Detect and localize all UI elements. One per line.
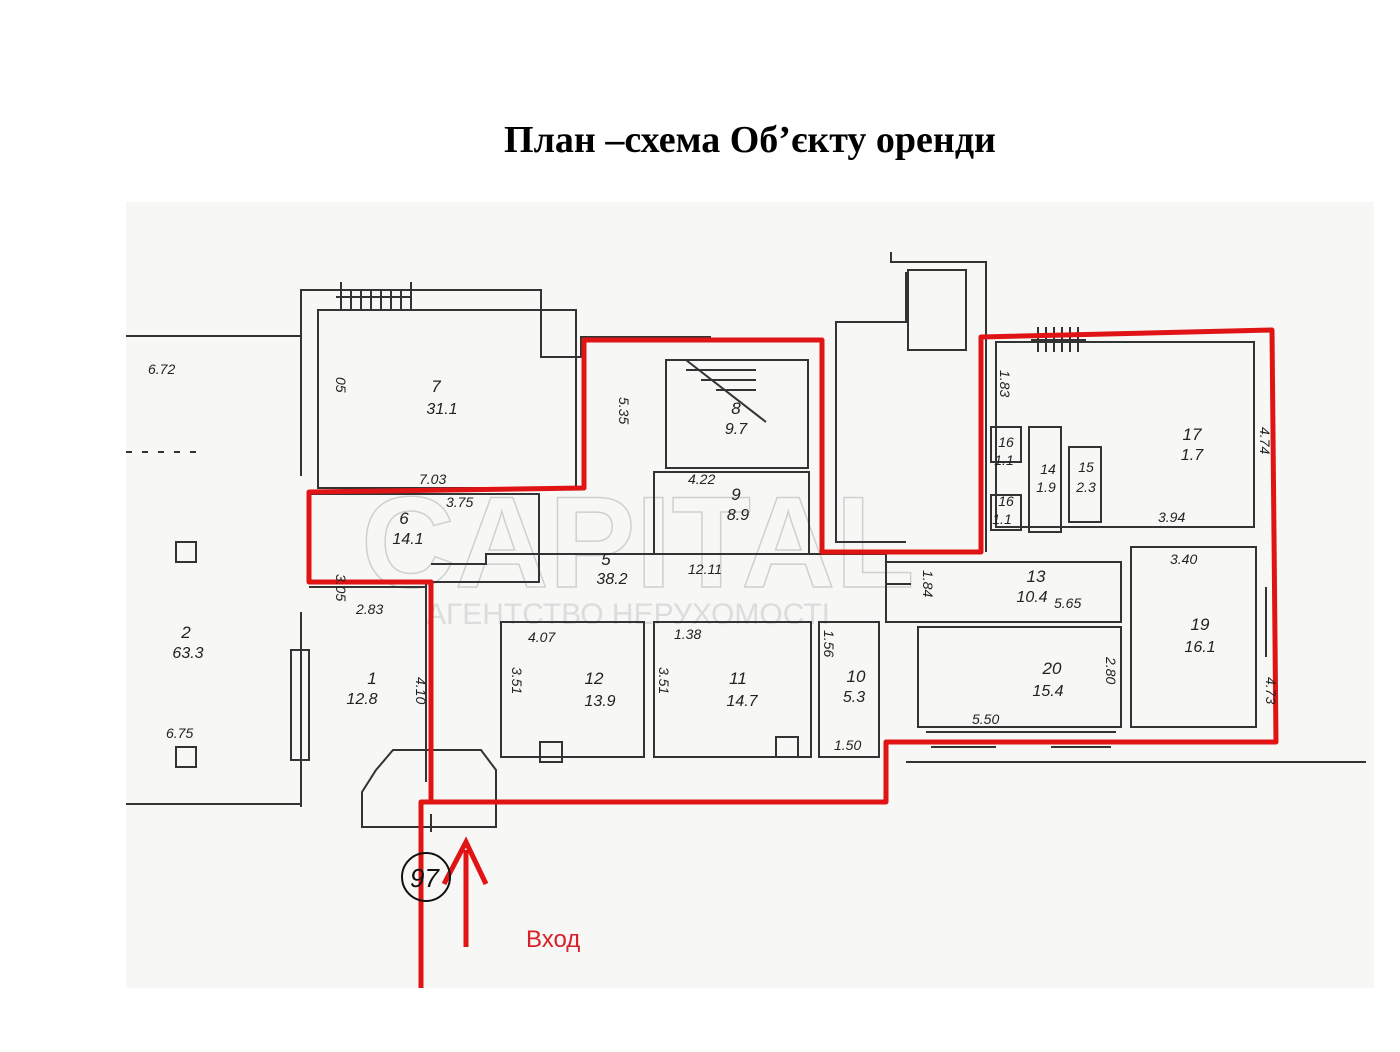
room-17-number: 16 bbox=[998, 434, 1014, 450]
room-19-number: 19 bbox=[1191, 615, 1210, 634]
dim-3-40: 3.40 bbox=[1170, 551, 1197, 567]
room-15-area: 1.9 bbox=[1036, 479, 1056, 495]
room-9-area: 8.9 bbox=[727, 507, 749, 524]
dim-2-83: 2.83 bbox=[355, 601, 383, 617]
dim-5-65: 5.65 bbox=[1054, 595, 1081, 611]
room-14-number: 15 bbox=[1078, 459, 1094, 475]
room-13-area: 10.4 bbox=[1016, 589, 1047, 606]
building-number-circle bbox=[401, 852, 451, 902]
floor-plan-svg: CAPITAL АГЕНТСТВО НЕРУХОМОСТІ bbox=[126, 202, 1374, 988]
room-2-number: 2 bbox=[180, 623, 191, 642]
room-7-area: 31.1 bbox=[426, 401, 457, 418]
room-18-number: 17 bbox=[1183, 425, 1202, 444]
entrance-arrow bbox=[430, 814, 489, 947]
floor-plan: CAPITAL АГЕНТСТВО НЕРУХОМОСТІ bbox=[126, 202, 1374, 988]
room-1-number: 1 bbox=[367, 669, 376, 688]
room-1-area: 12.8 bbox=[346, 691, 377, 708]
dim-4-10: 4.10 bbox=[413, 677, 429, 704]
room-20-number: 20 bbox=[1042, 659, 1062, 678]
dim-1-50: 1.50 bbox=[834, 737, 861, 753]
watermark-subtitle: АГЕНТСТВО НЕРУХОМОСТІ bbox=[426, 598, 830, 631]
room-19-area: 16.1 bbox=[1184, 639, 1215, 656]
dim-3-94: 3.94 bbox=[1158, 509, 1185, 525]
entrance-label: Вход bbox=[526, 926, 580, 953]
dim-2-80: 2.80 bbox=[1103, 656, 1119, 684]
room-7-number: 7 bbox=[431, 377, 441, 396]
room-13-number: 13 bbox=[1027, 567, 1046, 586]
room-14-area: 2.3 bbox=[1075, 479, 1096, 495]
page-title: План –схема Об’єкту оренди bbox=[504, 119, 996, 161]
room-16-number: 16 bbox=[998, 493, 1014, 509]
room-12-number: 12 bbox=[585, 669, 604, 688]
room-10-number: 10 bbox=[847, 667, 866, 686]
room-6-number: 6 bbox=[399, 509, 409, 528]
room-6-area: 14.1 bbox=[392, 531, 423, 548]
room-17-area: 1.1 bbox=[994, 452, 1013, 468]
room-8-area: 9.7 bbox=[725, 421, 748, 438]
dim-4-73: 4.73 bbox=[1263, 677, 1279, 704]
rental-boundary bbox=[306, 327, 1279, 988]
dim-1-84: 1.84 bbox=[920, 570, 936, 597]
room-labels: 7 31.1 6 14.1 2 63.3 1 12.8 5 38.2 8 9.7… bbox=[172, 377, 1215, 710]
dim-5-50: 5.50 bbox=[972, 711, 999, 727]
dim-12-11: 12.11 bbox=[688, 561, 722, 577]
dim-3-05: 3.05 bbox=[333, 574, 349, 601]
room-16-area: 1.1 bbox=[992, 511, 1011, 527]
dim-1-38: 1.38 bbox=[674, 626, 701, 642]
dimension-labels: 6.72 6.75 7.03 3.75 2.83 4.22 12.11 4.07… bbox=[148, 361, 1279, 753]
room-10-area: 5.3 bbox=[843, 689, 865, 706]
radiator-ticks bbox=[1031, 327, 1086, 352]
dim-6-75: 6.75 bbox=[166, 725, 193, 741]
dim-3-51-right: 3.51 bbox=[656, 667, 672, 694]
room-12-area: 13.9 bbox=[584, 693, 615, 710]
dim-4-74: 4.74 bbox=[1257, 427, 1273, 454]
dim-05: 05 bbox=[333, 377, 349, 393]
room-11-area: 14.7 bbox=[726, 693, 758, 710]
dim-3-75: 3.75 bbox=[446, 494, 473, 510]
dim-1-83: 1.83 bbox=[997, 370, 1013, 397]
dim-4-07: 4.07 bbox=[528, 629, 556, 645]
dim-4-22: 4.22 bbox=[688, 471, 715, 487]
dim-7-03: 7.03 bbox=[419, 471, 446, 487]
building-number: 97 bbox=[410, 863, 440, 893]
dim-1-56: 1.56 bbox=[821, 630, 837, 657]
dim-3-51-left: 3.51 bbox=[509, 667, 525, 694]
dim-6-72: 6.72 bbox=[148, 361, 175, 377]
room-9-number: 9 bbox=[731, 485, 741, 504]
room-8-number: 8 bbox=[731, 399, 741, 418]
dim-5-35: 5.35 bbox=[616, 397, 632, 424]
room-5-number: 5 bbox=[601, 550, 611, 569]
room-2-area: 63.3 bbox=[172, 645, 203, 662]
room-5-area: 38.2 bbox=[596, 571, 627, 588]
room-18-area: 1.7 bbox=[1181, 447, 1204, 464]
room-11-number: 11 bbox=[729, 669, 747, 688]
room-15-number: 14 bbox=[1040, 461, 1056, 477]
room-20-area: 15.4 bbox=[1032, 683, 1063, 700]
